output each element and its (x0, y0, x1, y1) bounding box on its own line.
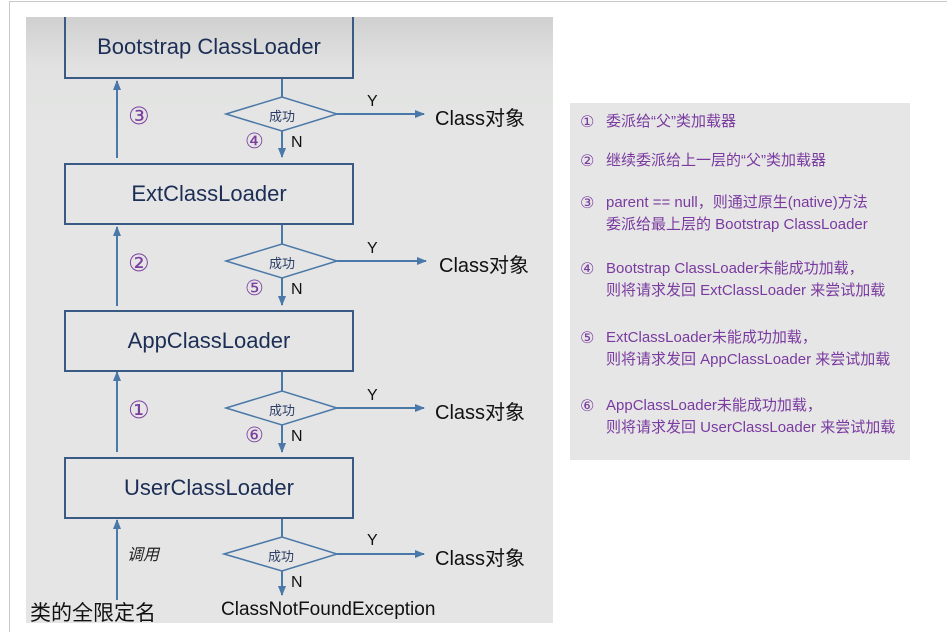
class-not-found-exception-label: ClassNotFoundException (221, 599, 436, 620)
class-object-result: Class对象 (435, 108, 526, 130)
step-number-3: ③ (128, 102, 150, 130)
legend-number: ② (580, 151, 595, 170)
yes-label: Y (367, 532, 378, 549)
step-number-1: ① (128, 396, 150, 424)
legend-item: ⑤ ExtClassLoader未能成功加载， 则将请求发回 AppClassL… (580, 327, 890, 371)
step-number-4: ④ (245, 129, 264, 153)
legend-item: ② 继续委派给上一层的“父”类加载器 (580, 150, 826, 172)
step-number-2: ② (128, 249, 150, 277)
legend-number: ① (580, 112, 595, 131)
class-object-result: Class对象 (435, 402, 526, 424)
fully-qualified-name-label: 类的全限定名 (30, 602, 156, 623)
invoke-label: 调用 (127, 547, 160, 564)
legend-item: ① 委派给“父”类加载器 (580, 111, 736, 133)
diagram-connectors (113, 79, 427, 600)
legend-number: ④ (580, 259, 595, 278)
loader-label: Bootstrap ClassLoader (97, 34, 321, 59)
legend-text: ExtClassLoader未能成功加载， 则将请求发回 AppClassLoa… (606, 329, 891, 368)
legend-text: 继续委派给上一层的“父”类加载器 (606, 152, 826, 169)
legend-panel: ① 委派给“父”类加载器 ② 继续委派给上一层的“父”类加载器 ③ parent… (570, 103, 910, 460)
legend-text: 委派给“父”类加载器 (606, 113, 736, 130)
decision-label: 成功 (268, 403, 295, 418)
legend-text: Bootstrap ClassLoader未能成功加载， 则将请求发回 ExtC… (606, 260, 886, 299)
yes-label: Y (367, 387, 378, 404)
no-label: N (291, 428, 303, 445)
class-object-result: Class对象 (435, 548, 526, 570)
legend-text: parent == null，则通过原生(native)方法 委派给最上层的 B… (606, 194, 868, 233)
no-label: N (291, 574, 303, 591)
yes-label: Y (367, 93, 378, 110)
legend-number: ⑤ (580, 328, 595, 347)
loader-label: ExtClassLoader (131, 181, 287, 206)
loader-label: UserClassLoader (124, 475, 294, 500)
legend-text: AppClassLoader未能成功加载， 则将请求发回 UserClassLo… (606, 397, 896, 436)
page-frame-top (9, 1, 947, 2)
bootstrap-classloader-box: Bootstrap ClassLoader (64, 17, 354, 79)
legend-item: ④ Bootstrap ClassLoader未能成功加载， 则将请求发回 Ex… (580, 258, 885, 302)
legend-item: ⑥ AppClassLoader未能成功加载， 则将请求发回 UserClass… (580, 395, 895, 439)
step-number-5: ⑤ (245, 276, 264, 300)
class-object-result: Class对象 (439, 255, 530, 277)
step-number-6: ⑥ (245, 423, 264, 447)
yes-label: Y (367, 240, 378, 257)
no-label: N (291, 281, 303, 298)
loader-label: AppClassLoader (127, 328, 291, 353)
ext-classloader-box: ExtClassLoader (64, 163, 354, 225)
page-frame-left (9, 1, 10, 632)
legend-number: ③ (580, 193, 595, 212)
no-label: N (291, 134, 303, 151)
app-classloader-box: AppClassLoader (64, 310, 354, 372)
legend-number: ⑥ (580, 396, 595, 415)
decision-label: 成功 (268, 256, 295, 271)
decision-label: 成功 (267, 549, 294, 564)
decision-label: 成功 (268, 109, 295, 124)
user-classloader-box: UserClassLoader (64, 457, 354, 519)
legend-item: ③ parent == null，则通过原生(native)方法 委派给最上层的… (580, 192, 868, 236)
classloader-delegation-diagram: Bootstrap ClassLoader ExtClassLoader App… (26, 17, 553, 623)
